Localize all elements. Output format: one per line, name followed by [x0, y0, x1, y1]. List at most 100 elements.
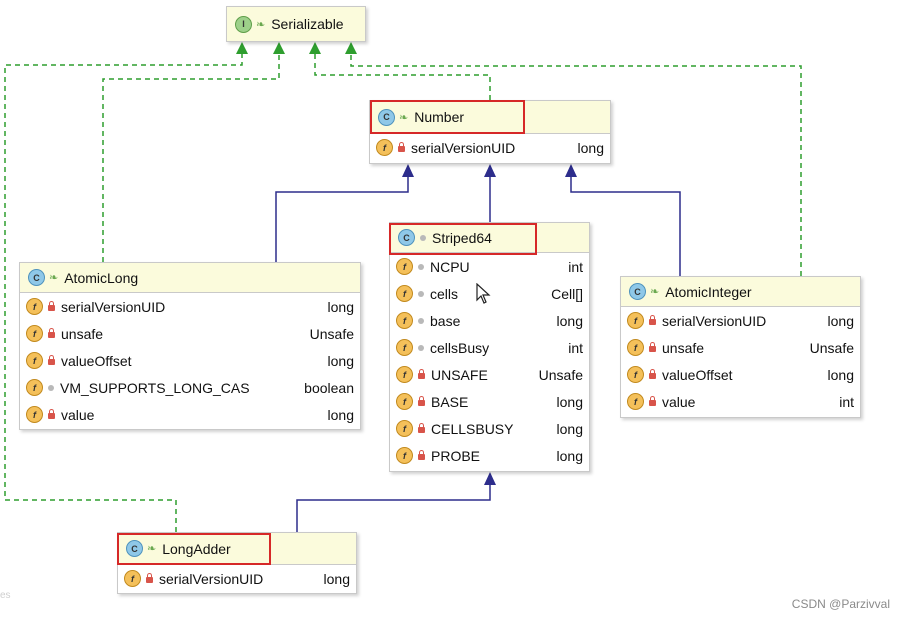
edge-number-implements-serializable [314, 53, 491, 100]
field-icon: f [396, 339, 413, 356]
field-row: f VM_SUPPORTS_LONG_CAS boolean [20, 374, 360, 401]
field-type: Unsafe [809, 339, 854, 356]
field-name: BASE [431, 393, 469, 410]
arrowhead-extends [565, 164, 577, 177]
field-icon: f [627, 339, 644, 356]
private-lock-icon [398, 142, 405, 152]
field-name: serialVersionUID [61, 298, 166, 315]
private-lock-icon [418, 396, 425, 406]
field-type: long [577, 139, 604, 156]
field-icon: f [26, 325, 43, 342]
field-name: serialVersionUID [662, 312, 767, 329]
class-name: Striped64 [432, 229, 492, 246]
field-row: f value long [20, 401, 360, 428]
field-type: Cell[] [551, 285, 583, 302]
private-lock-icon [48, 355, 55, 365]
field-icon: f [396, 420, 413, 437]
field-name: CELLSBUSY [431, 420, 514, 437]
field-name: PROBE [431, 447, 481, 464]
arrowhead-implements [236, 42, 248, 54]
field-name: value [61, 406, 95, 423]
field-row: f serialVersionUID long [621, 307, 860, 334]
private-lock-icon [418, 450, 425, 460]
class-icon: C [398, 229, 415, 246]
field-name: unsafe [61, 325, 104, 342]
corner-fragment: es [0, 590, 11, 601]
field-type: Unsafe [309, 325, 354, 342]
field-row: f NCPU int [390, 253, 589, 280]
arrowhead-extends [402, 164, 414, 177]
field-row: f unsafe Unsafe [621, 334, 860, 361]
field-icon: f [26, 406, 43, 423]
class-header: C ❧ AtomicInteger [621, 277, 860, 307]
edge-atomicinteger-extends-number [570, 176, 681, 276]
highlight-number [370, 100, 525, 134]
field-row: f valueOffset long [621, 361, 860, 388]
highlight-longadder [117, 533, 271, 565]
field-type: int [568, 258, 583, 275]
class-icon: C [378, 108, 395, 126]
field-name: VM_SUPPORTS_LONG_CAS [60, 379, 250, 396]
edge-atomiclong-extends-number [275, 176, 409, 262]
package-private-icon [420, 234, 426, 241]
class-header: I ❧ Serializable [227, 7, 365, 41]
field-name: value [662, 393, 696, 410]
public-icon: ❧ [650, 286, 660, 298]
field-icon: f [396, 366, 413, 383]
private-lock-icon [649, 315, 656, 325]
field-row: f unsafe Unsafe [20, 320, 360, 347]
field-name: valueOffset [61, 352, 132, 369]
field-row: f value int [621, 388, 860, 415]
class-header: C ❧ Number [370, 101, 610, 134]
package-private-icon [418, 344, 424, 351]
field-type: long [556, 420, 583, 437]
class-header: C ❧ AtomicLong [20, 263, 360, 293]
field-name: base [430, 312, 461, 329]
field-type: int [839, 393, 854, 410]
class-atomicinteger[interactable]: C ❧ AtomicInteger f serialVersionUID lon… [620, 276, 861, 418]
field-type: long [556, 447, 583, 464]
public-icon: ❧ [399, 111, 409, 124]
field-name: unsafe [662, 339, 705, 356]
private-lock-icon [649, 342, 656, 352]
package-private-icon [418, 263, 424, 270]
private-lock-icon [649, 396, 656, 406]
public-icon: ❧ [256, 18, 266, 31]
field-type: long [327, 298, 354, 315]
class-serializable[interactable]: I ❧ Serializable [226, 6, 366, 42]
field-type: long [323, 570, 350, 587]
field-type: Unsafe [538, 366, 583, 383]
field-icon: f [627, 312, 644, 329]
field-icon: f [396, 312, 413, 329]
class-header: C ❧ LongAdder [118, 533, 356, 565]
class-atomiclong[interactable]: C ❧ AtomicLong f serialVersionUID long f… [19, 262, 361, 430]
field-icon: f [396, 285, 413, 302]
field-type: long [827, 312, 854, 329]
package-private-icon [418, 290, 424, 297]
package-private-icon [48, 384, 54, 391]
field-icon: f [26, 379, 43, 396]
class-name: Serializable [271, 16, 344, 32]
field-row: f valueOffset long [20, 347, 360, 374]
field-type: long [327, 406, 354, 423]
highlight-striped64 [389, 223, 537, 255]
private-lock-icon [146, 573, 153, 583]
class-icon: C [28, 269, 45, 286]
arrowhead-implements [273, 42, 285, 54]
field-type: boolean [304, 379, 354, 396]
package-private-icon [418, 317, 424, 324]
class-header: C Striped64 [390, 223, 589, 253]
private-lock-icon [48, 409, 55, 419]
arrowhead-implements [345, 42, 357, 54]
arrowhead-extends [484, 164, 496, 177]
field-type: long [827, 366, 854, 383]
class-striped64[interactable]: C Striped64 f NCPU int f cells Cell[] f … [389, 222, 590, 472]
field-icon: f [376, 139, 393, 156]
field-icon: f [396, 393, 413, 410]
class-name: LongAdder [162, 540, 231, 557]
field-row: f PROBE long [390, 442, 589, 469]
field-row: f cellsBusy int [390, 334, 589, 361]
interface-icon: I [235, 15, 252, 33]
private-lock-icon [649, 369, 656, 379]
